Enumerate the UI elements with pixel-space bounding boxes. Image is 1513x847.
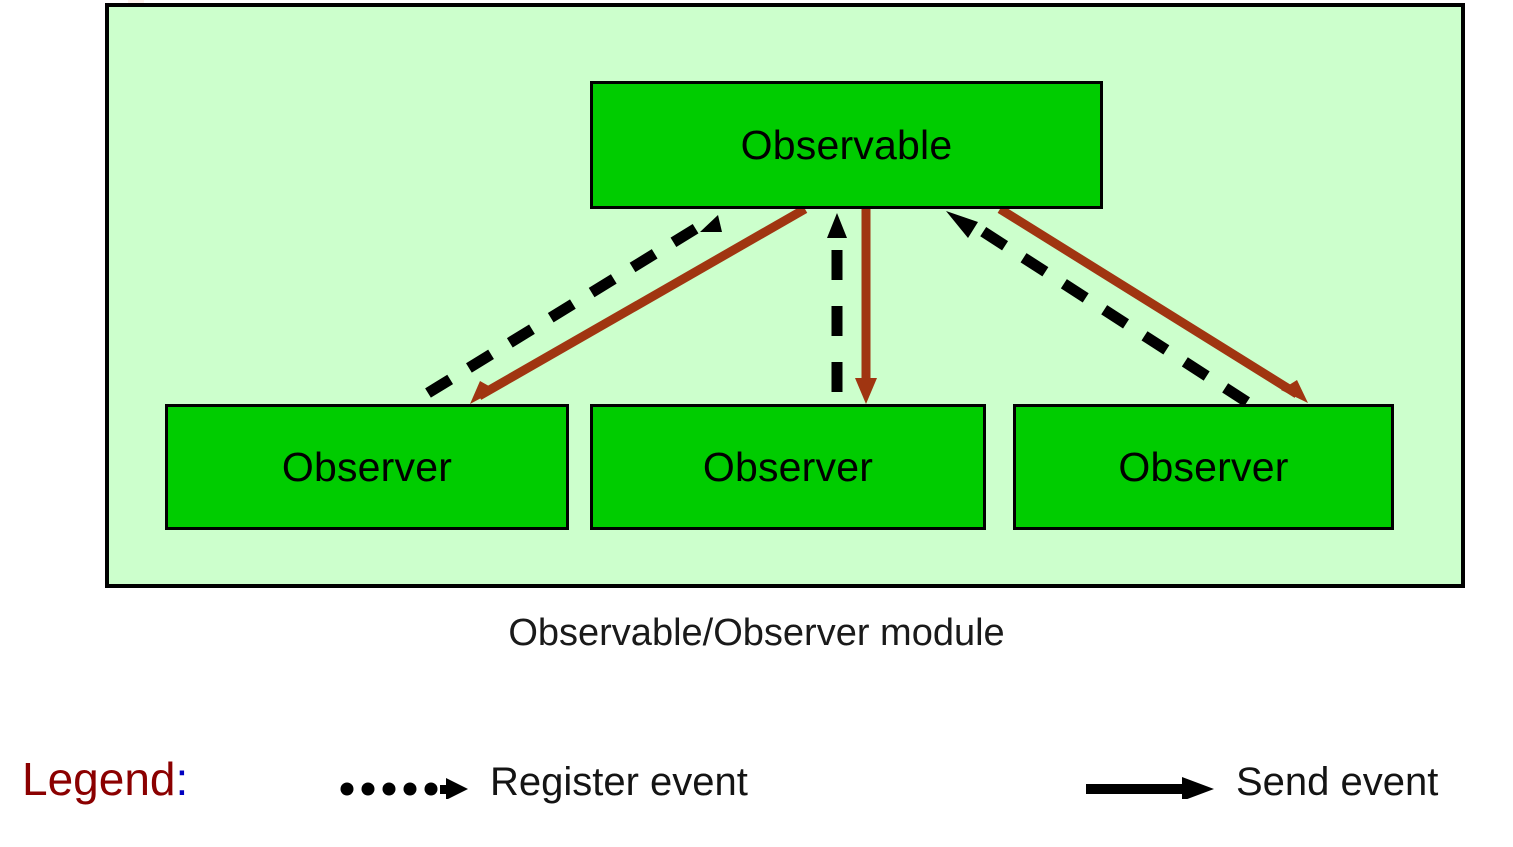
legend-entry-register: Register event	[340, 752, 748, 812]
node-observer-2[interactable]: Observer	[590, 404, 986, 530]
legend: Legend: Register event	[0, 752, 1513, 824]
solid-arrow-icon	[1086, 765, 1214, 801]
node-observer-2-label: Observer	[702, 443, 874, 490]
node-observable-label: Observable	[740, 121, 953, 168]
legend-title-text: Legend	[22, 753, 176, 805]
node-observer-3[interactable]: Observer	[1013, 404, 1394, 530]
scan-artifact	[128, 0, 144, 3]
dotted-arrow-icon	[340, 765, 468, 800]
legend-title-colon: :	[175, 753, 189, 805]
node-observer-3-label: Observer	[1118, 443, 1289, 490]
node-observable[interactable]: Observable	[590, 81, 1103, 209]
legend-entry-register-label: Register event	[490, 759, 748, 804]
node-observer-1[interactable]: Observer	[165, 404, 569, 530]
legend-entry-send: Send event	[1086, 752, 1438, 812]
legend-entry-send-label: Send event	[1236, 759, 1439, 804]
node-observer-1-label: Observer	[281, 443, 453, 490]
legend-title: Legend:	[22, 752, 188, 806]
diagram-caption: Observable/Observer module	[508, 612, 1005, 654]
